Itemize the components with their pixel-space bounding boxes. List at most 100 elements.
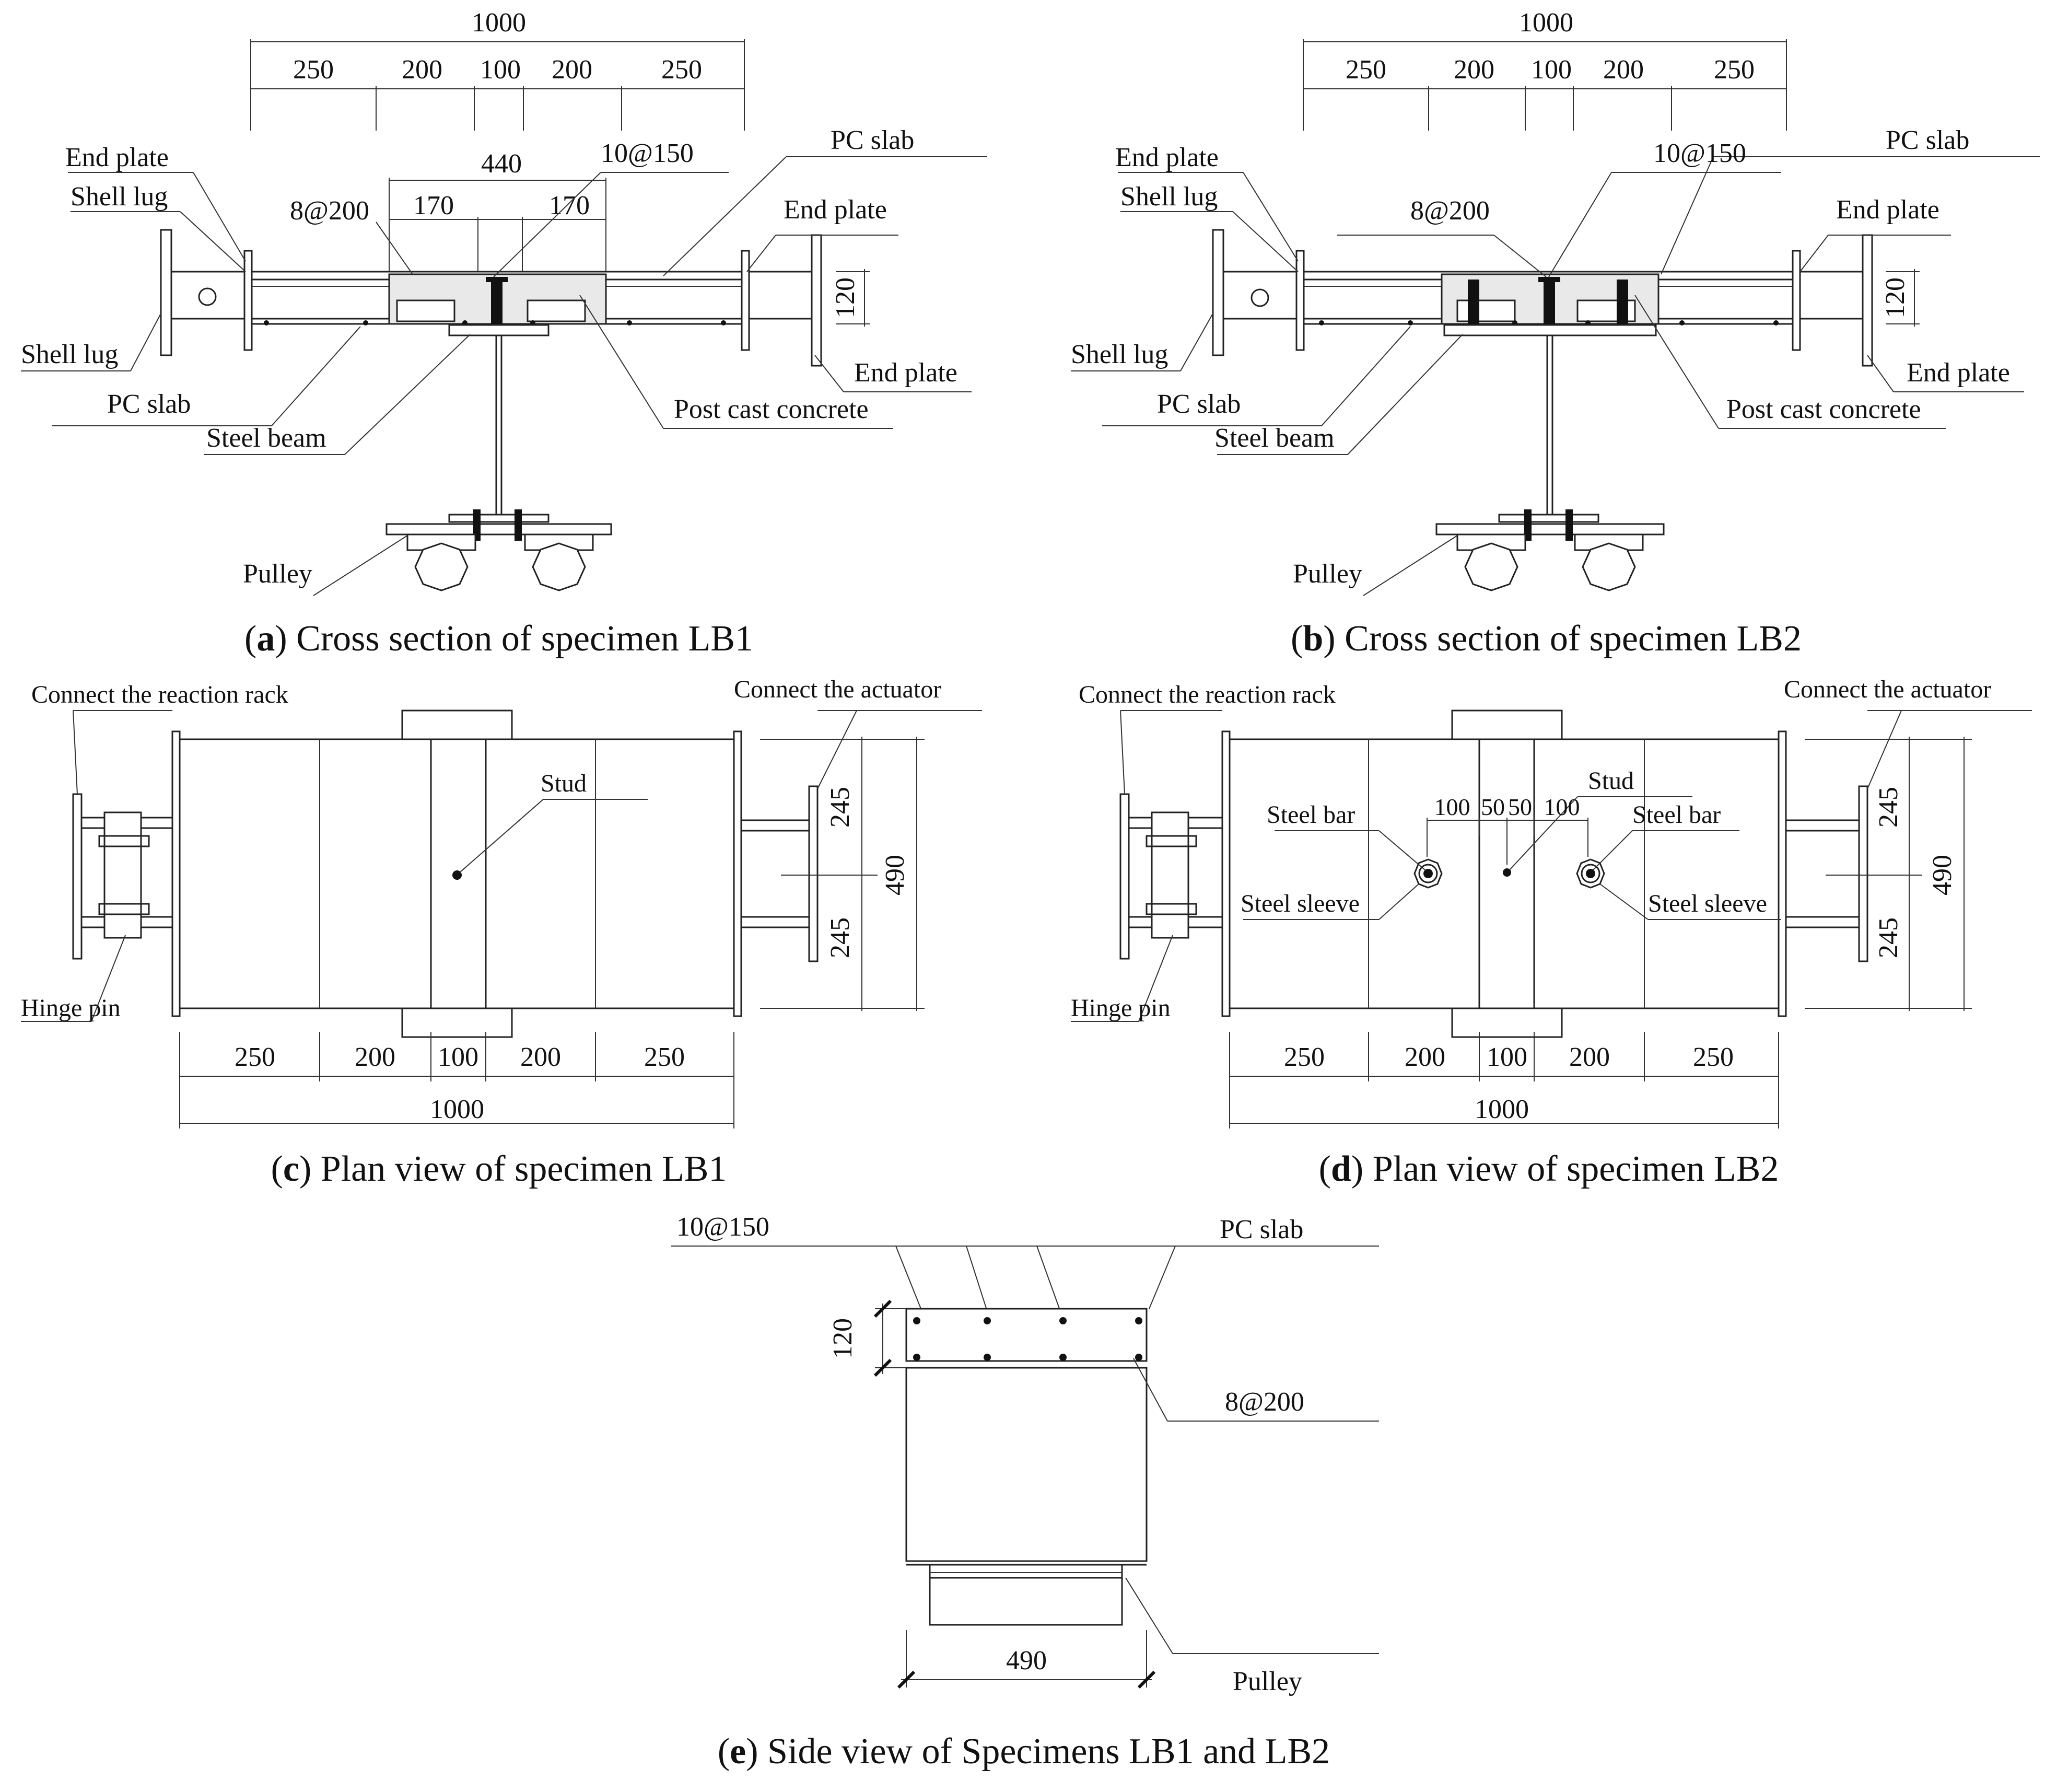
dim-3: 100 [480,55,521,85]
caption-c-text: ) Plan view of specimen LB1 [299,1149,727,1189]
dim-1: 250 [235,1042,275,1072]
label-post-cast: Post cast concrete [674,394,869,424]
dim-120: 120 [828,1318,858,1359]
dim-5: 250 [1714,55,1755,85]
dim-1: 250 [1284,1042,1325,1072]
dim-5: 250 [644,1042,685,1072]
label-reaction-rack: Connect the reaction rack [1079,681,1336,708]
dim-245-bottom: 245 [825,917,855,958]
label-pulley: Pulley [243,559,312,589]
panel-e-side-view: 120 490 10@150 PC slab 8@200 Pulley (e) … [671,1212,1379,1772]
label-actuator: Connect the actuator [1784,676,1991,703]
caption-c-letter: c [283,1149,299,1189]
label-pulley: Pulley [1233,1667,1302,1696]
dim-4: 200 [1569,1042,1610,1072]
dim-100-left: 100 [1434,794,1470,820]
svg-text:(b) Cross section of specimen: (b) Cross section of specimen LB2 [1291,619,1802,659]
dim-4: 200 [1603,55,1644,85]
dim-1: 250 [1346,55,1386,85]
label-shell-lug-top: Shell lug [1120,182,1218,212]
caption-a-text: ) Cross section of specimen LB1 [275,619,753,659]
caption-a-letter: a [256,619,275,659]
label-actuator: Connect the actuator [734,676,941,703]
label-end-plate-br: End plate [1907,358,2010,388]
dim-2: 200 [1405,1042,1445,1072]
label-post-cast: Post cast concrete [1726,394,1921,424]
label-shell-lug-top: Shell lug [71,182,168,212]
label-rebar-10: 10@150 [676,1212,769,1242]
dim-3: 100 [1531,55,1572,85]
caption-d-text: ) Plan view of specimen LB2 [1351,1149,1779,1189]
dim-50-right: 50 [1508,794,1532,820]
label-end-plate-tl: End plate [1115,143,1219,172]
panel-c-plan-lb1: 245 245 490 250 200 100 200 250 1000 Con… [21,676,982,1189]
dim-50-left: 50 [1481,794,1505,820]
caption-b-text: ) Cross section of specimen LB2 [1323,619,1802,659]
label-end-plate-r: End plate [1836,195,1939,225]
label-steel-bar-right: Steel bar [1632,801,1721,829]
dim-3: 100 [1487,1042,1527,1072]
dim-490: 490 [880,855,910,895]
panel-a-cross-section-lb1: 1000 250 200 100 200 250 440 170 170 [21,8,987,659]
label-steel-beam: Steel beam [206,423,326,453]
dim-2: 200 [355,1042,395,1072]
dim-3: 100 [438,1042,478,1072]
label-pc-slab: PC slab [1220,1215,1303,1244]
label-steel-bar-left: Steel bar [1267,801,1355,829]
label-rebar-10: 10@150 [1653,138,1746,168]
dim-245-top: 245 [825,787,855,828]
dim-2: 200 [402,55,442,85]
dim-170-right: 170 [549,191,590,220]
dim-5: 250 [1693,1042,1734,1072]
panel-b-cross-section-lb2: 1000 250 200 100 200 250 [1071,8,2040,659]
dim-120: 120 [1880,277,1910,318]
dim-5: 250 [661,55,702,85]
caption-e-text: ) Side view of Specimens LB1 and LB2 [746,1731,1330,1772]
label-shell-lug-l: Shell lug [21,340,118,369]
label-steel-beam: Steel beam [1214,423,1335,453]
label-rebar-8: 8@200 [1225,1387,1304,1417]
dim-1: 250 [293,55,334,85]
caption-d-letter: d [1331,1149,1351,1189]
caption-b-letter: b [1303,619,1323,659]
label-end-plate-r: End plate [784,195,887,225]
svg-text:(e) Side view of Specimens LB1: (e) Side view of Specimens LB1 and LB2 [718,1731,1330,1772]
dim-100-right: 100 [1544,794,1580,820]
dim-4: 200 [520,1042,561,1072]
label-stud: Stud [1588,767,1634,795]
label-rebar-10: 10@150 [601,138,694,168]
label-end-plate-tl: End plate [65,143,169,172]
dim-total: 1000 [472,8,526,38]
svg-text:(c) Plan view of specimen LB1: (c) Plan view of specimen LB1 [271,1149,727,1189]
dim-170-left: 170 [413,191,454,220]
label-stud: Stud [541,770,587,797]
dim-total: 1000 [1519,8,1573,38]
dim-total: 1000 [1475,1095,1529,1124]
dim-4: 200 [552,55,592,85]
dim-2: 200 [1454,55,1494,85]
svg-text:(a) Cross section of specimen: (a) Cross section of specimen LB1 [244,619,753,659]
label-end-plate-br: End plate [854,358,957,388]
label-steel-sleeve-left: Steel sleeve [1241,890,1360,917]
dim-120: 120 [831,277,860,318]
dim-245-bottom: 245 [1874,917,1903,958]
label-rebar-8: 8@200 [1410,196,1490,226]
dim-total: 1000 [430,1095,484,1124]
dim-440: 440 [481,149,522,179]
dim-490: 490 [1927,855,1957,895]
label-pulley: Pulley [1293,559,1362,589]
panel-d-plan-lb2: 100 50 50 100 245 245 490 [1071,676,2032,1189]
dim-245-top: 245 [1874,787,1903,828]
dim-490: 490 [1006,1646,1047,1675]
label-pc-slab-tr: PC slab [831,125,914,155]
label-shell-lug-l: Shell lug [1071,340,1168,369]
svg-text:(d) Plan view of specimen LB2: (d) Plan view of specimen LB2 [1319,1149,1779,1189]
label-pc-slab-tr: PC slab [1886,125,1969,155]
label-reaction-rack: Connect the reaction rack [31,681,288,708]
label-hinge-pin: Hinge pin [1071,994,1171,1022]
label-hinge-pin: Hinge pin [21,994,121,1022]
label-rebar-8: 8@200 [290,196,369,226]
label-pc-slab-l: PC slab [107,389,191,419]
label-pc-slab-l: PC slab [1157,389,1241,419]
